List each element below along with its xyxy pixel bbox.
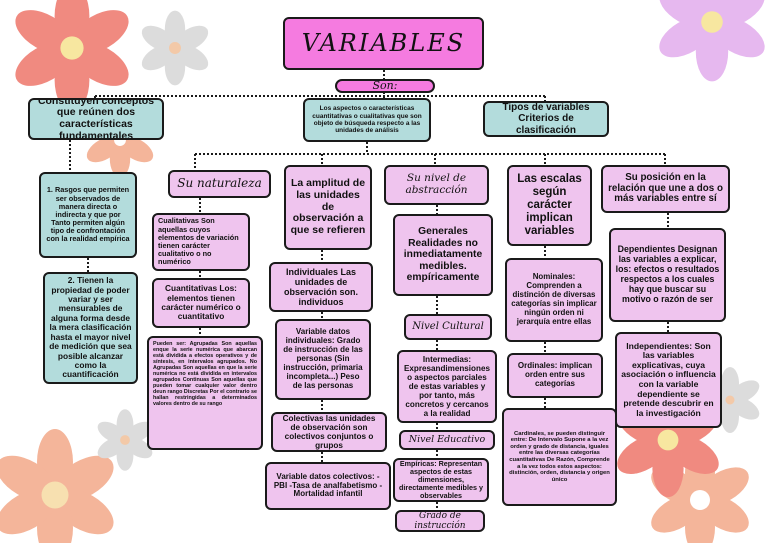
escalas-item-ordinales: Ordinales: implican orden entre sus cate… [507, 353, 603, 398]
top-left-text: Constituyen conceptos que reúnen dos car… [37, 98, 155, 140]
naturaleza-item-1-text: Cualitativas Son aquellas cuyos elemento… [158, 216, 239, 267]
posicion-item-dependientes: Dependientes Designan las variables a ex… [609, 228, 726, 322]
abstraccion-label-cultural: Nivel Cultural [404, 314, 492, 340]
amplitud-header: La amplitud de las unidades de observaci… [284, 165, 372, 250]
naturaleza-item-2-text: Cuantitativas Los: elementos tienen cará… [161, 283, 241, 322]
definition-box: Los aspectos o características cuantitat… [303, 98, 431, 142]
feature-1-text: 1. Rasgos que permiten ser observados de… [46, 185, 130, 244]
escalas-header-text: Las escalas según carácter implican vari… [517, 173, 582, 237]
naturaleza-header-text: Su naturaleza [177, 176, 262, 191]
abstraccion-item-empiricas: Empíricas: Representan aspectos de estas… [393, 458, 489, 502]
naturaleza-item-2: Cuantitativas Los: elementos tienen cará… [152, 278, 250, 328]
naturaleza-item-3-text: Pueden ser: Agrupadas Son aquellas enque… [153, 341, 257, 408]
top-right-box: Tipos de variables Criterios de clasific… [483, 101, 609, 137]
naturaleza-item-1: Cualitativas Son aquellas cuyos elemento… [152, 213, 250, 271]
definition-text: Los aspectos o características cuantitat… [312, 105, 422, 135]
amplitud-item-3-text: Colectivas las unidades de observación s… [282, 413, 376, 451]
naturaleza-header: Su naturaleza [168, 170, 271, 198]
amplitud-item-1-text: Individuales Las unidades de observación… [283, 266, 359, 308]
amplitud-item-1: Individuales Las unidades de observación… [269, 262, 373, 312]
posicion-item-dependientes-text: Dependientes Designan las variables a ex… [615, 244, 720, 304]
feature-1-box: 1. Rasgos que permiten ser observados de… [39, 172, 137, 258]
abstraccion-item-generales: Generales Realidades no inmediatamente m… [393, 214, 493, 296]
flower-bottom-right [644, 445, 756, 543]
abstraccion-label-cultural-text: Nivel Cultural [412, 321, 484, 333]
posicion-item-independientes-text: Independientes: Son las variables explic… [621, 340, 716, 418]
abstraccion-label-educativo: Nivel Educativo [399, 430, 495, 450]
escalas-item-cardinales-text: Cardinales, se pueden distinguir entre: … [509, 430, 610, 483]
abstraccion-item-empiricas-text: Empíricas: Representan aspectos de estas… [399, 458, 483, 501]
flower-top-right [652, 0, 768, 82]
flower-right-small [696, 367, 764, 433]
posicion-header-text: Su posición en la relación que une a dos… [608, 171, 723, 205]
top-left-box: Constituyen conceptos que reúnen dos car… [28, 98, 164, 140]
abstraccion-label-instruccion: Grado de instrucción [395, 510, 485, 532]
escalas-item-ordinales-text: Ordinales: implican orden entre sus cate… [517, 361, 593, 388]
top-right-text: Tipos de variables Criterios de clasific… [502, 102, 590, 136]
escalas-item-nominales-text: Nominales: Comprenden a distinción de di… [511, 272, 597, 326]
abstraccion-label-educativo-text: Nivel Educativo [408, 433, 486, 445]
page-title-text: VARIABLES [301, 29, 466, 58]
posicion-item-independientes: Independientes: Son las variables explic… [615, 332, 722, 428]
posicion-header: Su posición en la relación que une a dos… [601, 165, 730, 213]
abstraccion-header-text: Su nivel de abstracción [405, 172, 468, 196]
amplitud-item-4: Variable datos colectivos: -PBI -Tasa de… [265, 462, 391, 510]
abstraccion-item-generales-text: Generales Realidades no inmediatamente m… [403, 226, 483, 284]
son-connector: Son: [335, 79, 435, 93]
flower-bottom-left-small [94, 409, 156, 471]
amplitud-item-4-text: Variable datos colectivos: -PBI -Tasa de… [273, 471, 383, 499]
naturaleza-item-3: Pueden ser: Agrupadas Son aquellas enque… [147, 336, 263, 450]
abstraccion-label-instruccion-text: Grado de instrucción [414, 510, 466, 531]
flower-top-left-small [137, 10, 213, 86]
escalas-item-cardinales: Cardinales, se pueden distinguir entre: … [502, 408, 617, 506]
amplitud-header-text: La amplitud de las unidades de observaci… [290, 177, 366, 237]
flower-right-mid [610, 382, 726, 498]
flower-bottom-left [0, 429, 122, 543]
abstraccion-header: Su nivel de abstracción [384, 165, 489, 205]
son-connector-text: Son: [372, 79, 398, 92]
amplitud-item-2-text: Variable datos individuales: Grado de in… [283, 327, 363, 390]
abstraccion-item-intermedias-text: Intermedias: Expresandimensiones o aspec… [404, 354, 490, 419]
amplitud-item-2: Variable datos individuales: Grado de in… [275, 319, 371, 400]
escalas-header: Las escalas según carácter implican vari… [507, 165, 592, 246]
page-title: VARIABLES [283, 17, 484, 70]
flower-top-left [8, 0, 136, 112]
feature-2-text: 2. Tienen la propiedad de poder variar y… [49, 275, 132, 380]
escalas-item-nominales: Nominales: Comprenden a distinción de di… [505, 258, 603, 342]
amplitud-item-3: Colectivas las unidades de observación s… [271, 412, 387, 452]
feature-2-box: 2. Tienen la propiedad de poder variar y… [43, 272, 138, 384]
abstraccion-item-intermedias: Intermedias: Expresandimensiones o aspec… [397, 350, 497, 423]
